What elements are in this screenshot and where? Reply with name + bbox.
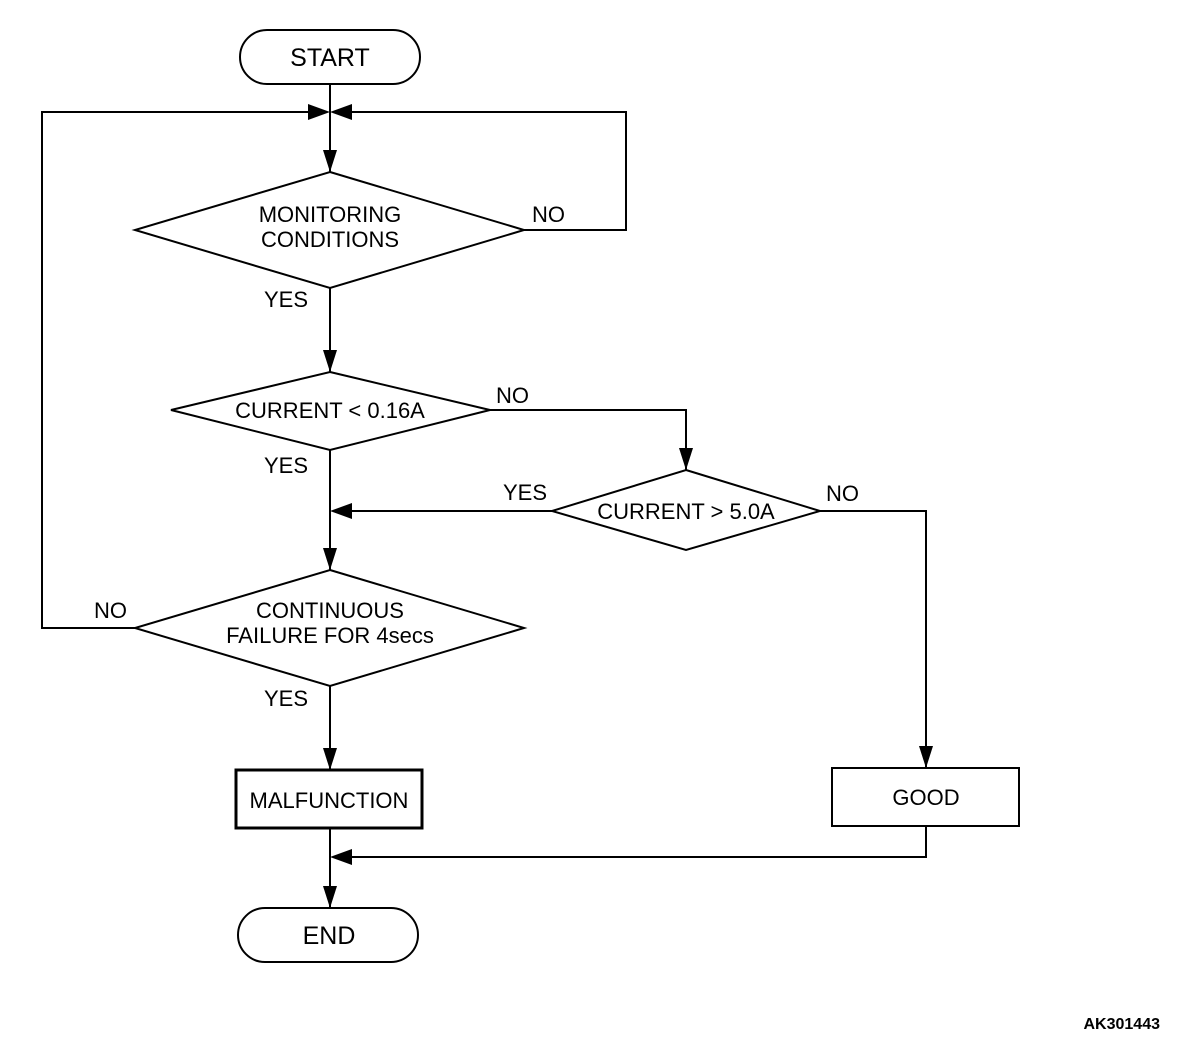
continuous-text-line1: CONTINUOUS: [256, 598, 404, 623]
current-high-yes-label: YES: [503, 480, 547, 505]
arrowhead-into-end: [323, 886, 337, 908]
continuous-yes-label: YES: [264, 686, 308, 711]
end-label: END: [303, 922, 356, 950]
malfunction-box: MALFUNCTION: [234, 768, 424, 830]
edge-continuous-no-loop: [41, 111, 320, 629]
monitoring-no-label: NO: [532, 202, 565, 227]
arrowhead-into-continuous: [323, 548, 337, 570]
monitoring-yes-label: YES: [264, 287, 308, 312]
monitoring-text-line1: MONITORING: [259, 202, 402, 227]
start-terminal: START: [239, 29, 421, 85]
decision-current-high: CURRENT > 5.0A: [548, 468, 824, 552]
edge-good-to-end: [340, 826, 927, 858]
current-low-no-label: NO: [496, 383, 529, 408]
malfunction-label: MALFUNCTION: [250, 788, 409, 813]
edge-current-high-no: [820, 510, 927, 768]
arrowhead-into-current-high: [679, 448, 693, 470]
reference-code: AK301443: [1084, 1016, 1161, 1033]
arrowhead-into-good: [919, 746, 933, 768]
start-label: START: [290, 44, 370, 72]
current-low-yes-label: YES: [264, 453, 308, 478]
current-low-text: CURRENT < 0.16A: [235, 398, 425, 423]
current-high-no-label: NO: [826, 481, 859, 506]
arrowhead-merge-good: [330, 849, 352, 865]
connector-lines: [41, 84, 927, 908]
end-terminal: END: [237, 907, 419, 963]
decision-continuous-failure: CONTINUOUS FAILURE FOR 4secs: [131, 568, 528, 688]
arrowhead-loop-right: [330, 104, 352, 120]
arrowhead-into-monitoring: [323, 150, 337, 172]
good-label: GOOD: [892, 785, 959, 810]
arrowhead-into-current-low: [323, 350, 337, 372]
good-box: GOOD: [831, 767, 1020, 827]
decision-current-low: CURRENT < 0.16A: [170, 370, 491, 452]
continuous-no-label: NO: [94, 598, 127, 623]
edge-monitoring-no-loop: [340, 111, 627, 231]
monitoring-text-line2: CONDITIONS: [261, 227, 399, 252]
arrowheads: [308, 104, 933, 908]
decision-monitoring-conditions: MONITORING CONDITIONS: [131, 170, 528, 290]
continuous-text-line2: FAILURE FOR 4secs: [226, 623, 434, 648]
arrowhead-into-malfunction: [323, 748, 337, 770]
current-high-text: CURRENT > 5.0A: [597, 499, 775, 524]
edge-current-low-no: [490, 409, 687, 470]
arrowhead-loop-left: [308, 104, 330, 120]
arrowhead-merge-yes: [330, 503, 352, 519]
